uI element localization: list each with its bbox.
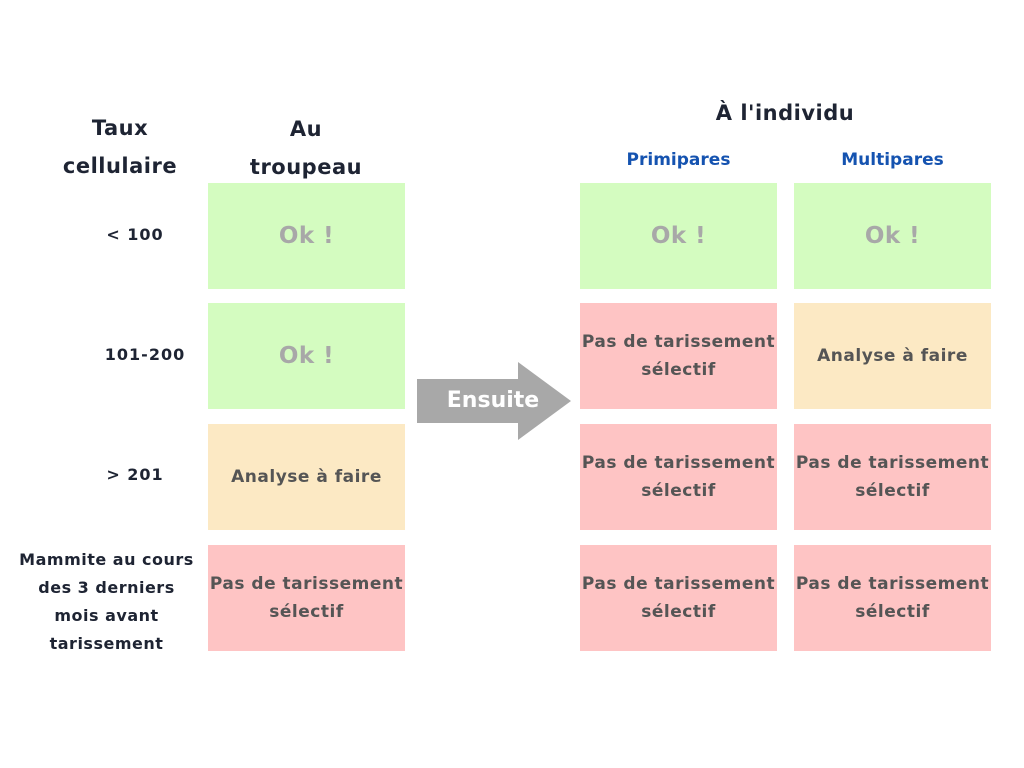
cell-text: Pas de tarissement sélectif [796,570,989,626]
cell-text-line: Pas de tarissement [795,574,990,594]
cell-text-line: sélectif [855,602,930,622]
arrow-shape [417,362,571,440]
cell-text-line: sélectif [641,360,716,380]
cell-text-line: sélectif [641,481,716,501]
cell-multipares-row-1-ok: Ok ! [794,183,991,289]
header-individu: À l'individu [715,101,855,125]
row-label-text: > 201 [106,465,164,484]
cell-text-line: sélectif [269,602,344,622]
cell-primipares-row-1-ok: Ok ! [580,183,777,289]
cell-text-line: Ok ! [864,223,921,249]
cell-text: Pas de tarissement sélectif [582,328,775,384]
cell-primipares-row-4-pas: Pas de tarissement sélectif [580,545,777,651]
cell-text: Ok ! [651,222,706,250]
row-label-text: < 100 [106,225,164,244]
cell-text: Pas de tarissement sélectif [582,449,775,505]
cell-primipares-row-2-pas: Pas de tarissement sélectif [580,303,777,409]
cell-text-line: Ok ! [278,223,335,249]
row-label-text: tarissement [49,634,164,653]
cell-text: Ok ! [279,222,334,250]
cell-text-line: Ok ! [278,343,335,369]
row-label-mammite: Mammite au cours des 3 derniers mois ava… [14,546,199,658]
cell-text-line: Pas de tarissement [209,574,404,594]
cell-primipares-row-3-pas: Pas de tarissement sélectif [580,424,777,530]
cell-troupeau-row-3-analyse: Analyse à faire [208,424,405,530]
header-troupeau-line1: Au [289,117,323,141]
subheader-primipares: Primipares [626,150,731,170]
cell-text-line: Pas de tarissement [581,453,776,473]
cell-text: Analyse à faire [231,463,382,491]
row-label-text: mois avant [54,606,159,625]
arrow-right-icon [417,362,571,440]
subheader-multipares: Multipares [841,150,944,170]
row-label-text: Mammite au cours [19,550,194,569]
header-taux-line1: Taux [91,116,149,140]
row-label-text: 101-200 [104,345,186,364]
header-au-troupeau: Au troupeau [216,110,396,186]
cell-text-line: Analyse à faire [231,467,382,487]
arrow-label: Ensuite [446,388,540,413]
header-taux-cellulaire: Taux cellulaire [40,109,200,185]
cell-text: Ok ! [865,222,920,250]
cell-troupeau-row-1-ok: Ok ! [208,183,405,289]
row-label-text: des 3 derniers [38,578,175,597]
cell-text-line: Analyse à faire [817,346,968,366]
cell-multipares-row-2-analyse: Analyse à faire [794,303,991,409]
cell-text-line: Pas de tarissement [581,332,776,352]
cell-text-line: Ok ! [650,223,707,249]
cell-text: Pas de tarissement sélectif [582,570,775,626]
cell-troupeau-row-2-ok: Ok ! [208,303,405,409]
cell-text: Analyse à faire [817,342,968,370]
cell-multipares-row-3-pas: Pas de tarissement sélectif [794,424,991,530]
cell-text: Pas de tarissement sélectif [796,449,989,505]
cell-text: Pas de tarissement sélectif [210,570,403,626]
row-label-gt-201: > 201 [60,465,210,484]
cell-text-line: Pas de tarissement [581,574,776,594]
cell-text: Ok ! [279,342,334,370]
cell-troupeau-row-4-pas: Pas de tarissement sélectif [208,545,405,651]
cell-text-line: Pas de tarissement [795,453,990,473]
header-taux-line2: cellulaire [62,154,178,178]
header-troupeau-line2: troupeau [249,155,363,179]
row-label-lt-100: < 100 [60,225,210,244]
row-label-101-200: 101-200 [70,345,220,364]
cell-multipares-row-4-pas: Pas de tarissement sélectif [794,545,991,651]
cell-text-line: sélectif [641,602,716,622]
cell-text-line: sélectif [855,481,930,501]
